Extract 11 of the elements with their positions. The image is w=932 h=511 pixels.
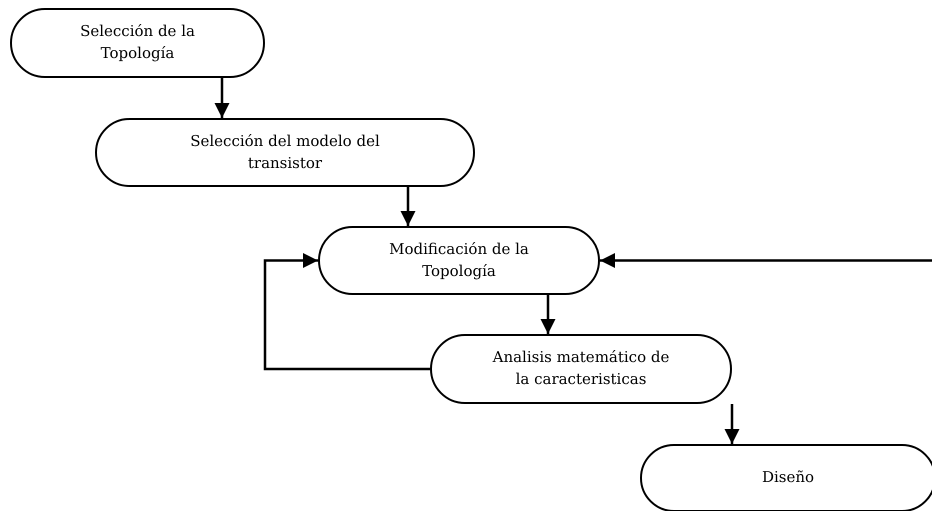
- node-label: Modificación de la Topología: [388, 238, 530, 282]
- arrow: [540, 295, 556, 334]
- arrow: [400, 187, 416, 226]
- arrow: [724, 404, 740, 444]
- arrow: [214, 78, 230, 118]
- node-label: Selección del modelo del transistor: [189, 130, 381, 174]
- node-label: Diseño: [760, 467, 816, 488]
- node-label: Analisis matemático de la caracteristicas: [492, 347, 670, 390]
- node-label: Selección de la Topología: [79, 21, 196, 64]
- terminal-shape: [640, 444, 932, 511]
- arrow: [264, 253, 430, 370]
